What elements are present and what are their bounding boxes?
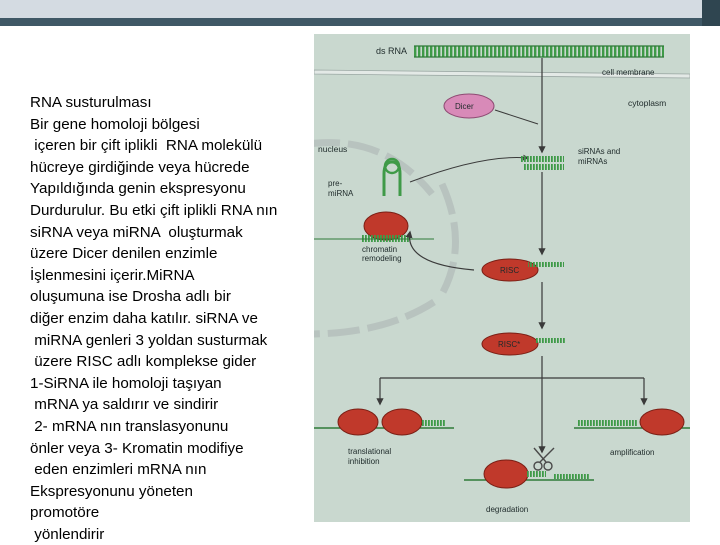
chromatin-label-2: remodeling — [362, 254, 402, 263]
dicer-enzyme — [443, 93, 495, 119]
pre-mirna-label-2: miRNA — [328, 189, 354, 198]
translational-label-1: translational — [348, 447, 391, 456]
nuclear-envelope-top — [314, 139, 435, 197]
active-risc-complex — [481, 332, 539, 356]
nuclear-envelope-right — [438, 182, 459, 296]
dicer-pointer — [494, 109, 539, 125]
slide-header-accent — [702, 0, 720, 26]
risc-label: RISC — [500, 266, 519, 275]
dsrna-label: ds RNA — [376, 46, 407, 56]
rna-silencing-diagram: ds RNA cell membrane cytoplasm Dicer nuc… — [314, 34, 690, 522]
translational-label-2: inhibition — [348, 457, 380, 466]
nucleus-label: nucleus — [318, 144, 347, 154]
rdrp-complex — [639, 408, 685, 436]
slide-header-stripe — [0, 18, 720, 26]
rna-silencing-diagram-svg: ds RNA cell membrane cytoplasm Dicer nuc… — [314, 34, 690, 522]
scissors-icon — [533, 447, 555, 471]
chromatin-label-1: chromatin — [362, 245, 397, 254]
cell-membrane — [314, 69, 690, 79]
degradation-label: degradation — [486, 505, 528, 514]
cell-membrane-label: cell membrane — [602, 68, 655, 77]
slide-header-bar — [0, 0, 720, 18]
cytoplasm-label: cytoplasm — [628, 98, 666, 108]
sirna-duplex — [520, 156, 564, 162]
ribosome-2 — [381, 408, 423, 436]
sirnas-label-1: siRNAs and — [578, 147, 620, 156]
dsrna-strand — [414, 46, 664, 57]
nuclear-envelope-bottom — [314, 299, 436, 338]
risc-complex — [481, 258, 539, 282]
pre-mirna-hairpin — [382, 160, 402, 196]
risc-to-nucleus-arrow — [405, 230, 475, 271]
ribosome-1 — [337, 408, 379, 436]
risc-star-label: RISC* — [498, 340, 520, 349]
dicer-label: Dicer — [455, 102, 474, 111]
amplification-label: amplification — [610, 448, 654, 457]
pre-mirna-label-1: pre- — [328, 179, 343, 188]
degradation-complex — [483, 459, 529, 489]
sirnas-label-2: miRNAs — [578, 157, 607, 166]
slide-body-text: RNA susturulması Bir gene homoloji bölge… — [30, 94, 278, 543]
premirna-export-arrow — [409, 154, 530, 183]
